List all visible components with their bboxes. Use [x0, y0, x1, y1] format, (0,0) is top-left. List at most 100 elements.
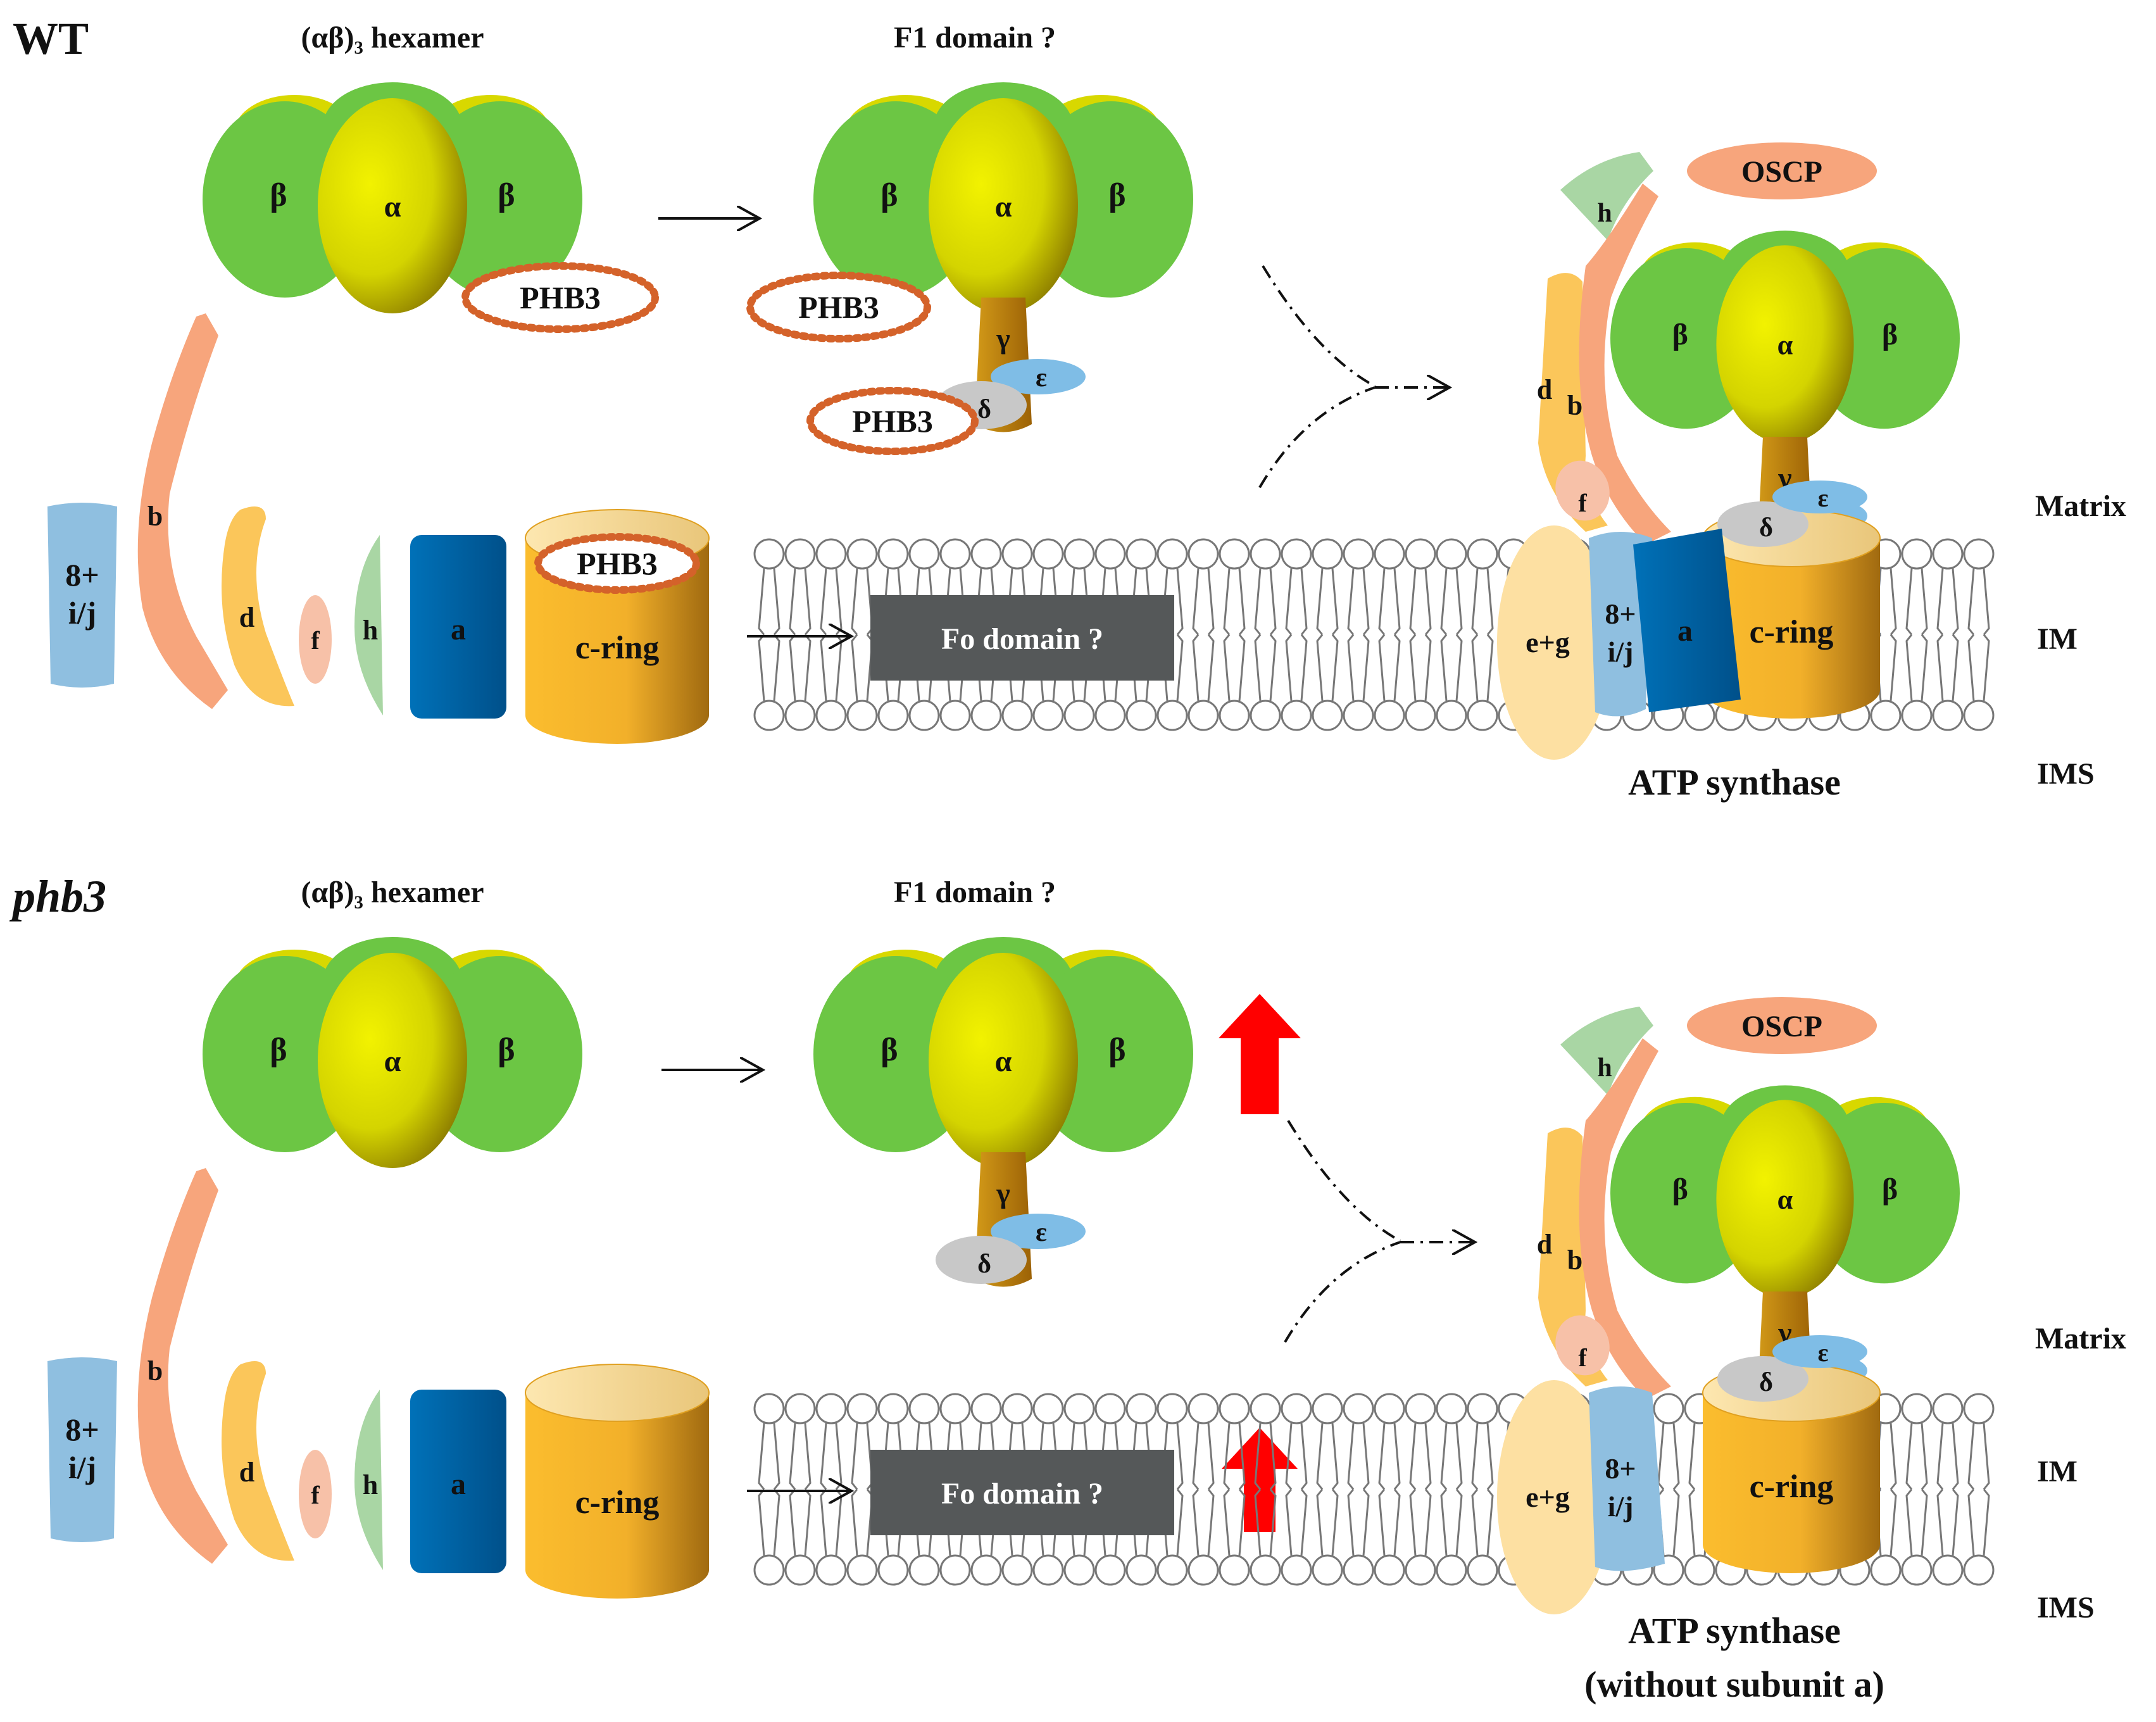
phb3-lipid-tail-bottom	[1967, 1488, 1990, 1556]
phb3-lipid-head-top	[815, 1393, 847, 1424]
wt-im-label: IM	[2037, 622, 2078, 656]
phb3-asm-delta-front	[1717, 1356, 1808, 1402]
phb3-fo-box	[870, 1450, 1174, 1535]
wt-lipid-head-top	[877, 538, 909, 570]
phb3-f1-increase-arrow	[1219, 994, 1301, 1114]
phb3-lipid-head-top	[908, 1393, 940, 1424]
wt-lipid-tail-top	[1378, 568, 1401, 636]
wt-lipid-head-bottom	[815, 700, 847, 731]
phb3-lipid-tail-top	[1285, 1423, 1308, 1490]
phb3-lipid-head-bottom	[784, 1554, 816, 1586]
phb3-lipid-tail-top	[1316, 1423, 1339, 1490]
phb3-asm-delta-front-label: δ	[1759, 1368, 1773, 1397]
wt-asm-beta-left-label: β	[1672, 318, 1688, 351]
wt-lipid-head-top	[908, 538, 940, 570]
wt-lipid-head-top	[815, 538, 847, 570]
phb3-lipid-tail-bottom	[820, 1488, 843, 1556]
wt-lipid-head-top	[1250, 538, 1281, 570]
wt-hexamer-phb3-label: PHB3	[520, 280, 601, 315]
phb3-lipid-head-bottom	[1125, 1554, 1157, 1586]
wt-lipid-head-top	[1281, 538, 1312, 570]
phb3-asm-subunit-8ij-label-2: i/j	[1608, 1490, 1634, 1523]
phb3-cring-body	[525, 1393, 709, 1599]
phb3-lipid-tail-top	[758, 1423, 780, 1490]
wt-lipid-tail-bottom	[1378, 634, 1401, 701]
wt-asm-delta-front-label: δ	[1759, 513, 1773, 543]
phb3-subunit-h	[354, 1390, 383, 1570]
wt-lipid-tail-top	[1936, 568, 1959, 636]
phb3-im-label: IM	[2037, 1455, 2078, 1488]
phb3-lipid-head-bottom	[1063, 1554, 1095, 1586]
phb3-asm-cring-body	[1703, 1393, 1880, 1573]
wt-subunit-h	[354, 535, 383, 715]
wt-subunit-d	[222, 506, 294, 707]
wt-lipid-tail-bottom	[1254, 634, 1277, 701]
wt-lipid-head-bottom	[1932, 700, 1964, 731]
phb3-lipid-head-bottom	[753, 1554, 785, 1586]
phb3-lipid-tail-top	[851, 1423, 874, 1490]
phb3-subunit-b-label: b	[147, 1355, 163, 1386]
phb3-lipid-tail-top	[1657, 1423, 1680, 1490]
wt-asm-oscp-label: OSCP	[1741, 155, 1822, 189]
wt-f1-bottom-phb3-oval	[806, 387, 979, 455]
phb3-lipid-tail-top	[1409, 1423, 1432, 1490]
phb3-converge-top	[1287, 1119, 1401, 1242]
wt-lipid-tail-bottom	[851, 634, 874, 701]
phb3-lipid-tail-bottom	[1223, 1488, 1246, 1556]
wt-lipid-head-top	[1188, 538, 1219, 570]
wt-converge-top	[1262, 265, 1376, 387]
phb3-f1-alpha-label: α	[995, 1045, 1012, 1078]
wt-lipid-head-top	[753, 538, 785, 570]
phb3-lipid-head-bottom	[846, 1554, 878, 1586]
phb3-lipid-tail-bottom	[1192, 1488, 1215, 1556]
phb3-lipid-head-top	[1374, 1393, 1405, 1424]
wt-f1-top-phb3-oval	[746, 272, 931, 343]
phb3-asm-epsilon-front-label: ε	[1817, 1338, 1828, 1367]
wt-lipid-tail-bottom	[1905, 634, 1928, 701]
wt-f1-beta-left-label: β	[881, 177, 898, 213]
phb3-lipid-tail-top	[820, 1423, 843, 1490]
wt-lipid-head-bottom	[1188, 700, 1219, 731]
phb3-lipid-head-top	[1901, 1393, 1933, 1424]
phb3-lipid-head-top	[1188, 1393, 1219, 1424]
phb3-asm-subunit-b-label: b	[1567, 1245, 1583, 1276]
phb3-subunit-h-label: h	[363, 1469, 378, 1500]
wt-subunit-b-label: b	[147, 501, 163, 532]
wt-lipid-tail-top	[1223, 568, 1246, 636]
wt-lipid-tail-top	[851, 568, 874, 636]
phb3-cring-label: c-ring	[575, 1485, 660, 1521]
wt-cring-phb3-label: PHB3	[577, 546, 658, 581]
phb3-asm-epsilon-front	[1772, 1335, 1867, 1368]
phb3-f1-gamma-label: γ	[996, 1177, 1010, 1209]
phb3-asm-beta-left-label: β	[1672, 1172, 1688, 1206]
wt-lipid-head-top	[846, 538, 878, 570]
phb3-subunit-f	[299, 1450, 332, 1538]
wt-subunit-h-label: h	[363, 615, 378, 646]
wt-subunit-8ij-label-1: 8+	[65, 557, 99, 593]
phb3-lipid-head-top	[1653, 1393, 1684, 1424]
phb3-lipid-tail-bottom	[1254, 1488, 1277, 1556]
wt-asm-subunit-h-label: h	[1597, 199, 1612, 228]
wt-hexamer-alpha-label: α	[384, 190, 401, 223]
wt-lipid-head-top	[1436, 538, 1467, 570]
phb3-asm-subunit-f	[1555, 1315, 1610, 1376]
phb3-lipid-head-bottom	[1932, 1554, 1964, 1586]
phb3-converge-bottom	[1284, 1241, 1401, 1343]
wt-f1-alpha	[929, 98, 1078, 313]
phb3-lipid-tail-bottom	[851, 1488, 874, 1556]
phb3-f1-alpha	[929, 953, 1078, 1168]
phb3-lipid-head-top	[1467, 1393, 1498, 1424]
phb3-lipid-head-top	[939, 1393, 971, 1424]
wt-lipid-head-top	[1343, 538, 1374, 570]
wt-lipid-head-top	[1032, 538, 1064, 570]
phb3-lipid-head-top	[753, 1393, 785, 1424]
phb3-asm-subunit-f-label: f	[1578, 1343, 1587, 1372]
phb3-lipid-tail-bottom	[1409, 1488, 1432, 1556]
wt-hexamer-beta-left-label: β	[270, 177, 287, 213]
wt-subunit-8ij	[47, 503, 117, 688]
wt-asm-subunit-b	[1579, 184, 1671, 544]
phb3-lipid-head-bottom	[1312, 1554, 1343, 1586]
wt-lipid-tail-bottom	[1285, 634, 1308, 701]
wt-lipid-head-bottom	[1436, 700, 1467, 731]
